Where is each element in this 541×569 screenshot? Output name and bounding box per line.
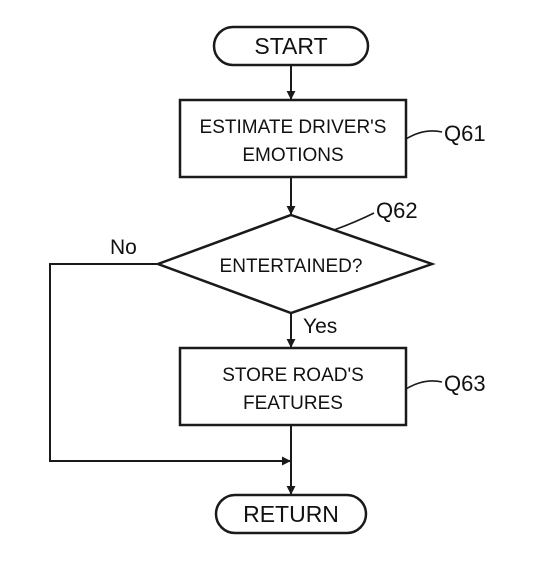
- no-label: No: [110, 236, 137, 259]
- connector-q62-no-branch: [49, 263, 291, 466]
- return-label: RETURN: [243, 501, 339, 527]
- yes-label: Yes: [303, 315, 337, 338]
- q61-line-2: EMOTIONS: [242, 145, 343, 166]
- q63-ref-label: Q63: [444, 371, 486, 396]
- q63-line-2: FEATURES: [243, 393, 343, 414]
- q61-ref-label: Q61: [444, 121, 486, 146]
- decision-q62: ENTERTAINED?: [154, 213, 436, 315]
- process-box-q63: STORE ROAD'S FEATURES: [178, 346, 408, 427]
- start-label: START: [254, 33, 327, 59]
- return-terminal: RETURN: [214, 493, 368, 535]
- q61-leader-line: [405, 130, 443, 140]
- q63-leader-line: [405, 380, 443, 390]
- q63-line-1: STORE ROAD'S: [222, 365, 364, 386]
- q62-ref-label: Q62: [376, 198, 418, 223]
- q62-leader-line: [333, 212, 375, 231]
- q62-question: ENTERTAINED?: [220, 256, 363, 277]
- start-terminal: START: [212, 25, 370, 67]
- q61-line-1: ESTIMATE DRIVER'S: [200, 117, 387, 138]
- process-box-q61: ESTIMATE DRIVER'S EMOTIONS: [178, 98, 408, 179]
